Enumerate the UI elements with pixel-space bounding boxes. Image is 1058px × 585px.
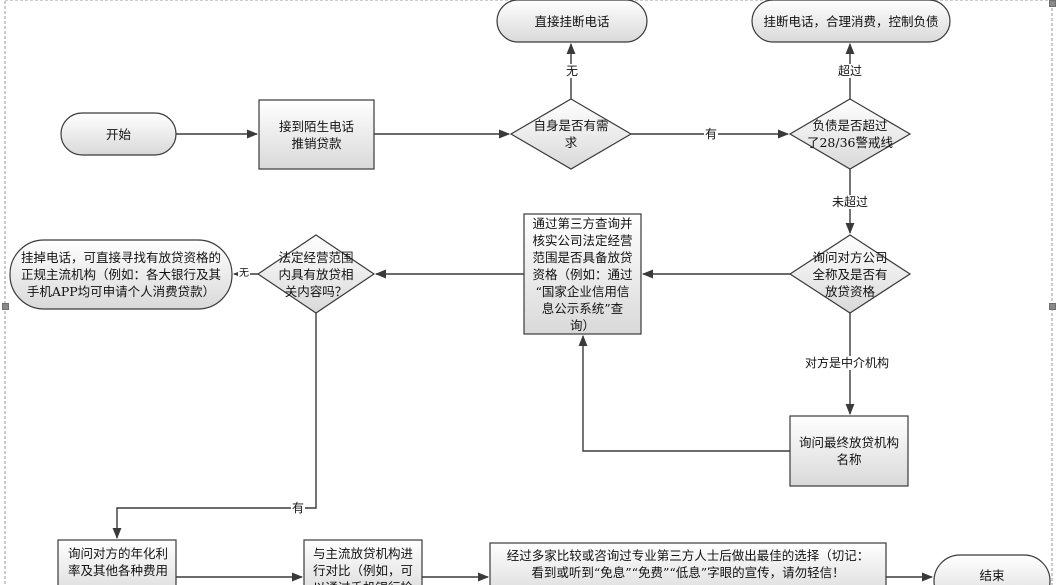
end-terminal-shape <box>933 554 1051 585</box>
compare-mainstream-box-shape <box>303 539 423 585</box>
selection-handle-top-right[interactable] <box>1049 0 1056 7</box>
receive-call-label: 接到陌生电话 推销贷款 <box>278 118 354 151</box>
hang-up-mainstream-terminal-shape <box>9 239 233 310</box>
third-party-verify-label: 通过第三方查询并 核实公司法定经营 范围是否具备放贷 资格（例如：通过 “国家企… <box>532 215 633 333</box>
edge-label-is-intermediary: 对方是中介机构 <box>804 356 891 370</box>
edge-label-debt-not-exceed: 未超过 <box>831 195 870 209</box>
hang-up-direct-label: 直接挂断电话 <box>534 13 610 29</box>
compare-mainstream-label: 与主流放贷机构进 行对比（例如，可 以通过手机银行检 <box>312 546 413 585</box>
need-decision-label: 自身是否有需 求 <box>533 118 609 150</box>
selection-frame <box>4 0 1053 585</box>
third-party-verify-box-shape <box>523 213 642 335</box>
selection-handle-right[interactable] <box>1049 303 1056 310</box>
edge-label-need-yes: 有 <box>704 127 719 141</box>
edge-label-scope-none: 无 <box>238 267 250 281</box>
ask-rate-box-shape <box>57 539 177 585</box>
need-decision-diamond-shape <box>509 98 633 170</box>
hang-up-consume-terminal-shape <box>751 0 951 43</box>
hang-up-consume-label: 挂断电话，合理消费，控制负债 <box>763 13 939 29</box>
debt-decision-label: 负债是否超过 了28/36警戒线 <box>806 118 894 150</box>
ask-company-label: 询问对方公司 全称及是否有 放贷资格 <box>812 249 888 299</box>
ask-final-lender-label: 询问最终放贷机构 名称 <box>798 435 899 467</box>
ask-rate-label: 询问对方的年化利 率及其他各种费用 <box>67 546 168 578</box>
selection-handle-left[interactable] <box>2 303 9 310</box>
compare-multiple-label: 经过多家比较或咨询过专业第三方人士后做出最佳的选择（切记： 看到或听到“免息”“… <box>506 548 870 580</box>
receive-call-box-shape <box>258 99 375 170</box>
end-label: 结束 <box>979 568 1005 583</box>
ask-final-lender-box-shape <box>789 415 909 487</box>
edge-label-debt-exceed: 超过 <box>837 64 864 78</box>
edge-legal-scope-to-ask-rate <box>112 313 317 540</box>
edge-label-scope-yes: 有 <box>291 501 306 515</box>
edge-label-need-none: 无 <box>565 64 580 78</box>
hang-up-direct-terminal-shape <box>496 0 648 43</box>
hang-up-mainstream-label: 挂掉电话，可直接寻找有放贷资格的 正规主流机构（例如：各大银行及其 手机APP均… <box>20 250 221 299</box>
edge-final-lender-to-verify <box>578 334 790 452</box>
compare-multiple-box-shape <box>489 542 887 585</box>
legal-scope-decision-label: 法定经营范围 内具有放贷相 关内容吗？ <box>278 249 354 299</box>
start-label: 开始 <box>105 126 131 142</box>
